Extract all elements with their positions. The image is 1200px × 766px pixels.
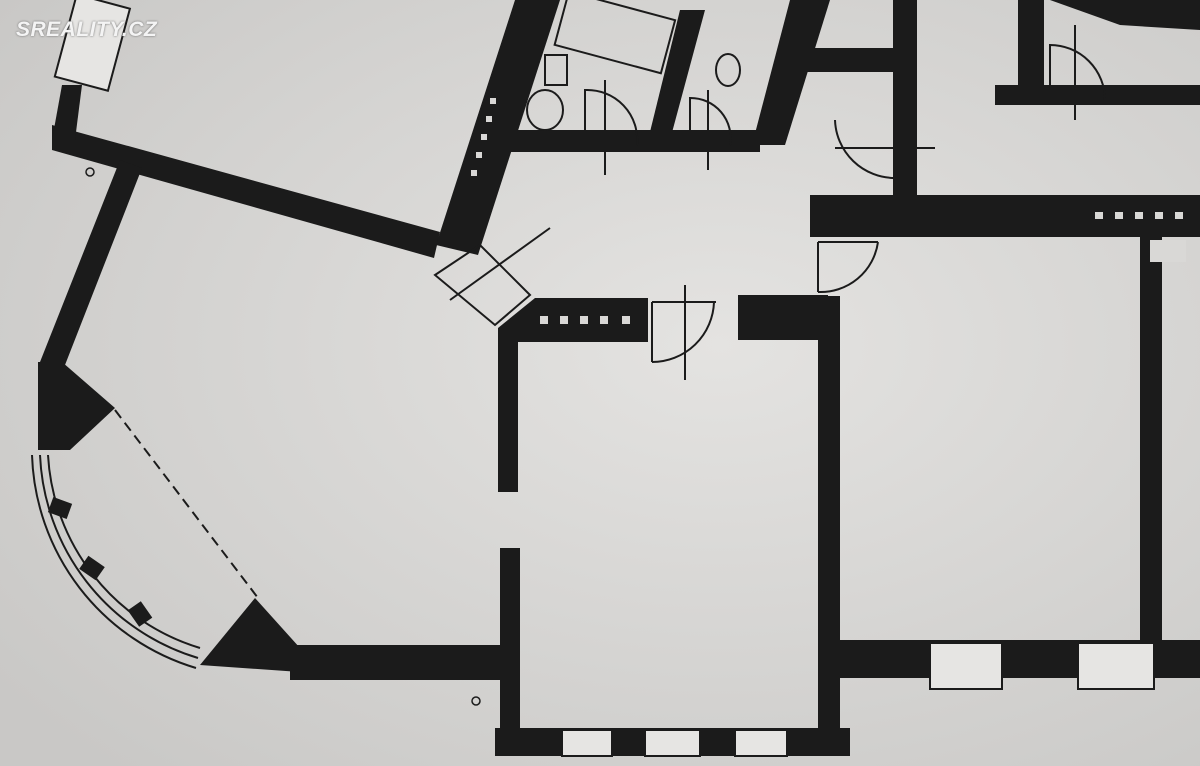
window-dots: [471, 98, 1186, 324]
small-circles: [85, 167, 481, 706]
wall-mid-horizontal-right: [738, 295, 828, 340]
wall-bottom-left: [290, 645, 515, 680]
bathroom-bottom-wall: [510, 130, 760, 152]
wall-mid-horizontal: [498, 298, 648, 342]
wall-mid-vertical-upper: [498, 340, 518, 492]
wall-left-stub: [52, 85, 82, 140]
wall-top-right-a: [800, 48, 900, 72]
wall-mid-vertical-lower: [500, 548, 520, 753]
wall-top-right-b: [893, 0, 917, 195]
window-posts: [612, 730, 735, 756]
windows: [53, 0, 1155, 757]
bathroom-diagonal-wall: [436, 0, 560, 255]
wall-left: [40, 160, 142, 365]
bay-pillar-top: [38, 362, 115, 450]
bay-window: [31, 409, 259, 669]
bay-pillar-bottom: [200, 598, 300, 672]
diagonal-wall-top-left: [52, 125, 440, 258]
bathroom-partition: [648, 10, 705, 140]
bathroom-fixtures: [526, 0, 741, 131]
sreality-watermark: SREALITY.CZ: [16, 18, 158, 41]
bathroom-right-wall: [752, 0, 830, 145]
wall-top-right-d: [995, 85, 1200, 105]
bay-window-posts: [47, 497, 153, 627]
wall-top-right-e: [1050, 0, 1200, 30]
wall-right-vertical: [1140, 237, 1162, 662]
doors: [433, 25, 1106, 380]
wall-right-room-left: [818, 296, 840, 756]
